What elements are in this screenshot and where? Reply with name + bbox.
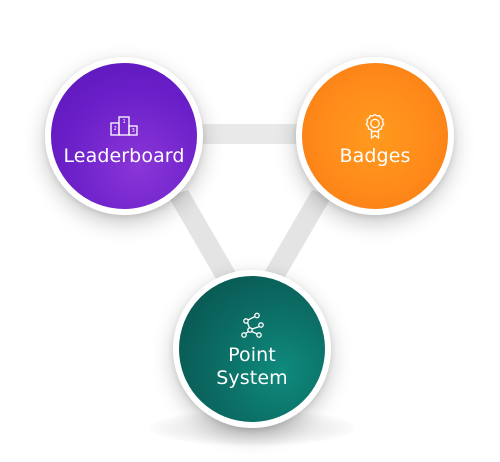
network-nodes-icon [241, 312, 264, 338]
podium-icon: 1 2 3 [110, 115, 138, 136]
leaderboard-node: 1 2 3 Leaderboard [45, 57, 203, 215]
point-system-label: Point System [216, 344, 288, 389]
point-system-node: Point System [173, 270, 331, 428]
badge-ribbon-icon [365, 113, 385, 139]
svg-text:2: 2 [114, 126, 117, 132]
connector-badges-points [254, 190, 332, 296]
badges-node: Badges [296, 57, 454, 215]
connector-leaderboard-points [168, 190, 246, 296]
leaderboard-label: Leaderboard [63, 144, 185, 167]
svg-text:3: 3 [132, 128, 135, 134]
svg-text:1: 1 [123, 119, 126, 125]
badges-label: Badges [339, 144, 411, 167]
connector-leaderboard-badges [195, 124, 305, 144]
